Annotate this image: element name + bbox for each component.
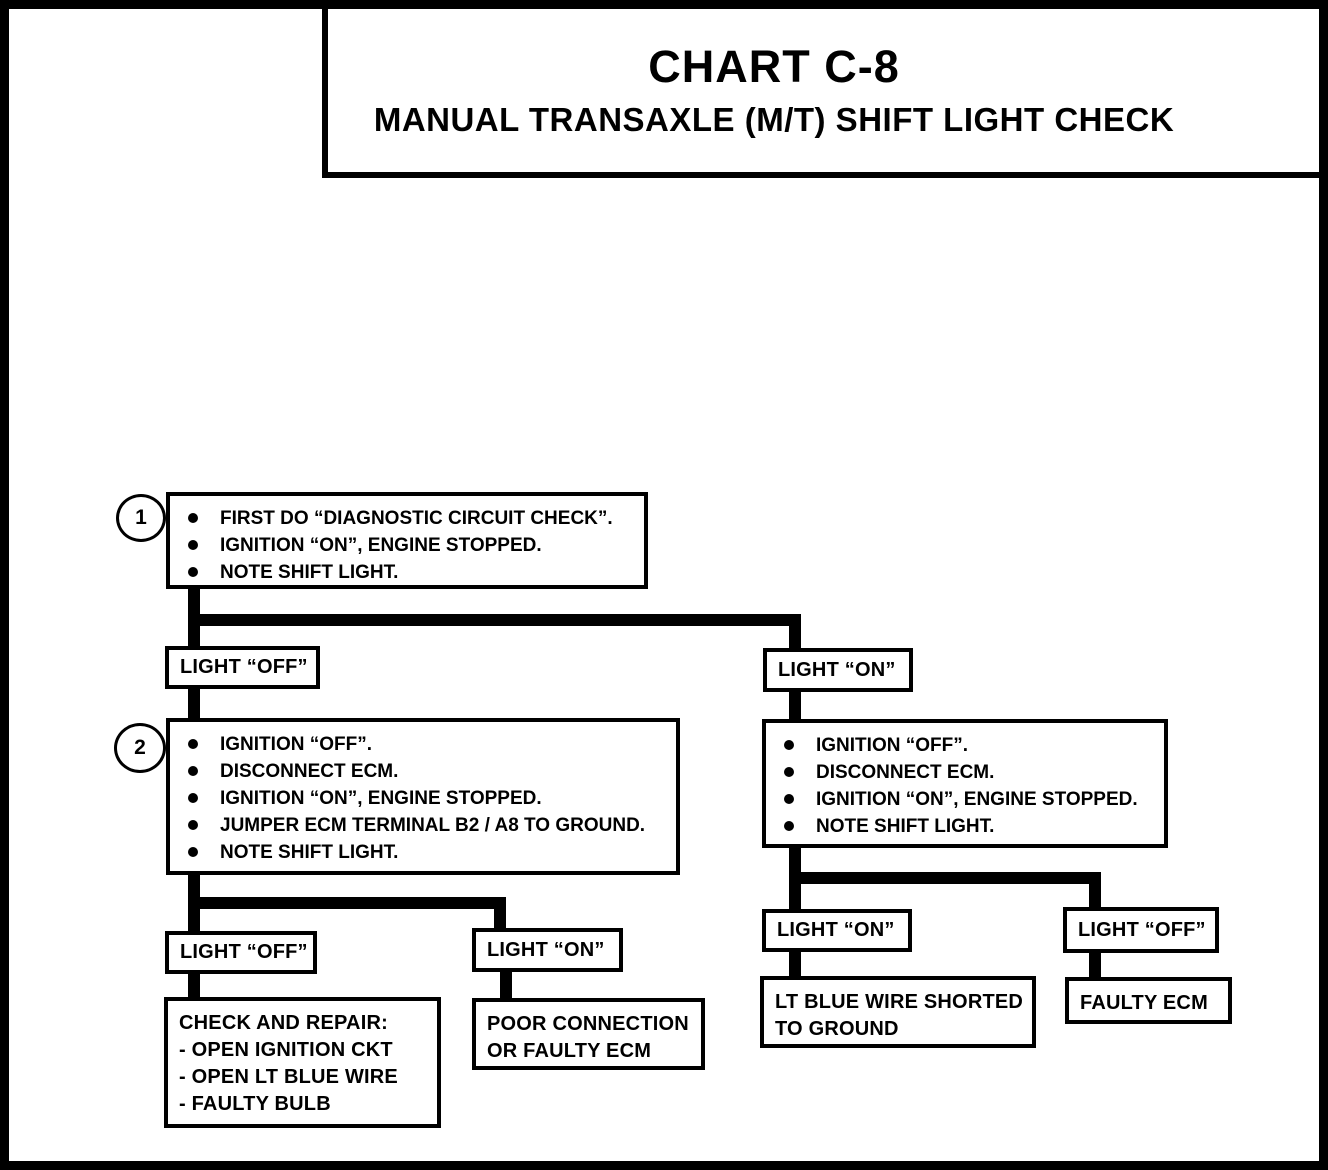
bullet-icon <box>784 767 794 777</box>
connector-line <box>500 972 512 998</box>
decision-label: LIGHT “OFF” <box>180 656 308 678</box>
step-2-bullet-2: DISCONNECT ECM. <box>220 761 399 782</box>
decision-label: LIGHT “OFF” <box>180 941 308 963</box>
bullet-icon <box>188 847 198 857</box>
decision-light-off-1: LIGHT “OFF” <box>165 646 320 689</box>
terminal-line: POOR CONNECTION <box>487 1013 689 1035</box>
step-number-2-label: 2 <box>134 736 146 759</box>
connector-line <box>188 689 200 719</box>
terminal-line: FAULTY ECM <box>1080 992 1208 1014</box>
terminal-line: OR FAULTY ECM <box>487 1040 652 1062</box>
list-item: JUMPER ECM TERMINAL B2 / A8 TO GROUND. <box>182 812 668 839</box>
decision-label: LIGHT “ON” <box>777 919 895 941</box>
terminal-line: - OPEN IGNITION CKT <box>179 1039 393 1061</box>
terminal-line: - FAULTY BULB <box>179 1093 331 1115</box>
terminal-line: - OPEN LT BLUE WIRE <box>179 1066 398 1088</box>
connector-line <box>789 952 801 976</box>
title-box: CHART C-8 MANUAL TRANSAXLE (M/T) SHIFT L… <box>322 0 1328 178</box>
bullet-icon <box>784 740 794 750</box>
step-2-box: IGNITION “OFF”. DISCONNECT ECM. IGNITION… <box>166 718 680 875</box>
list-item: DISCONNECT ECM. <box>182 758 668 785</box>
step-2-bullet-4: JUMPER ECM TERMINAL B2 / A8 TO GROUND. <box>220 815 646 836</box>
list-item: IGNITION “ON”, ENGINE STOPPED. <box>182 785 668 812</box>
bullet-icon <box>188 739 198 749</box>
decision-label: LIGHT “ON” <box>778 658 896 681</box>
step-2-bullet-3: IGNITION “ON”, ENGINE STOPPED. <box>220 788 542 809</box>
connector-line <box>188 897 506 909</box>
bullet-icon <box>188 513 198 523</box>
bullet-icon <box>188 820 198 830</box>
right-step-bullet-1: IGNITION “OFF”. <box>816 735 968 756</box>
list-item: NOTE SHIFT LIGHT. <box>778 813 1156 840</box>
terminal-check-and-repair: CHECK AND REPAIR: - OPEN IGNITION CKT - … <box>164 997 441 1128</box>
step-1-bullet-2: IGNITION “ON”, ENGINE STOPPED. <box>220 535 542 556</box>
terminal-line: TO GROUND <box>775 1018 899 1040</box>
terminal-line: LT BLUE WIRE SHORTED <box>775 991 1024 1013</box>
list-item: NOTE SHIFT LIGHT. <box>182 559 636 586</box>
right-step-bullet-3: IGNITION “ON”, ENGINE STOPPED. <box>816 789 1138 810</box>
step-1-box: FIRST DO “DIAGNOSTIC CIRCUIT CHECK”. IGN… <box>166 492 648 589</box>
decision-light-on-2: LIGHT “ON” <box>472 928 623 972</box>
decision-label: LIGHT “OFF” <box>1078 918 1206 941</box>
right-step-bullet-4: NOTE SHIFT LIGHT. <box>816 816 995 837</box>
bullet-icon <box>188 793 198 803</box>
list-item: IGNITION “ON”, ENGINE STOPPED. <box>778 786 1156 813</box>
step-1-bullet-3: NOTE SHIFT LIGHT. <box>220 562 399 583</box>
terminal-poor-connection: POOR CONNECTION OR FAULTY ECM <box>472 998 705 1070</box>
bullet-icon <box>188 567 198 577</box>
decision-light-on-3: LIGHT “ON” <box>762 909 912 952</box>
bullet-icon <box>784 821 794 831</box>
connector-line <box>1089 872 1101 907</box>
step-2-bullet-1: IGNITION “OFF”. <box>220 734 372 755</box>
terminal-line: CHECK AND REPAIR: <box>179 1012 388 1034</box>
decision-light-on-1: LIGHT “ON” <box>763 648 913 692</box>
right-step-bullet-2: DISCONNECT ECM. <box>816 762 995 783</box>
connector-line <box>188 974 200 997</box>
bullet-icon <box>188 540 198 550</box>
list-item: IGNITION “OFF”. <box>778 732 1156 759</box>
connector-line <box>789 872 1101 884</box>
list-item: DISCONNECT ECM. <box>778 759 1156 786</box>
list-item: IGNITION “OFF”. <box>182 731 668 758</box>
step-number-1-label: 1 <box>135 506 147 529</box>
connector-line <box>188 614 801 626</box>
decision-label: LIGHT “ON” <box>487 938 605 961</box>
list-item: IGNITION “ON”, ENGINE STOPPED. <box>182 532 636 559</box>
bullet-icon <box>784 794 794 804</box>
decision-light-off-2: LIGHT “OFF” <box>165 931 317 974</box>
terminal-lt-blue-shorted: LT BLUE WIRE SHORTED TO GROUND <box>760 976 1036 1048</box>
step-2-bullet-5: NOTE SHIFT LIGHT. <box>220 842 399 863</box>
connector-line <box>494 897 506 928</box>
step-1-bullet-1: FIRST DO “DIAGNOSTIC CIRCUIT CHECK”. <box>220 508 613 529</box>
connector-line <box>789 692 801 720</box>
list-item: NOTE SHIFT LIGHT. <box>182 839 668 866</box>
step-number-2: 2 <box>114 723 166 773</box>
terminal-faulty-ecm: FAULTY ECM <box>1065 977 1232 1024</box>
bullet-icon <box>188 766 198 776</box>
chart-subtitle: MANUAL TRANSAXLE (M/T) SHIFT LIGHT CHECK <box>373 101 1175 138</box>
decision-light-off-3: LIGHT “OFF” <box>1063 907 1219 953</box>
list-item: FIRST DO “DIAGNOSTIC CIRCUIT CHECK”. <box>182 505 636 532</box>
connector-line <box>1089 953 1101 977</box>
step-number-1: 1 <box>116 494 166 542</box>
right-step-box: IGNITION “OFF”. DISCONNECT ECM. IGNITION… <box>762 719 1168 848</box>
connector-line <box>789 614 801 650</box>
chart-title: CHART C-8 <box>648 41 900 92</box>
